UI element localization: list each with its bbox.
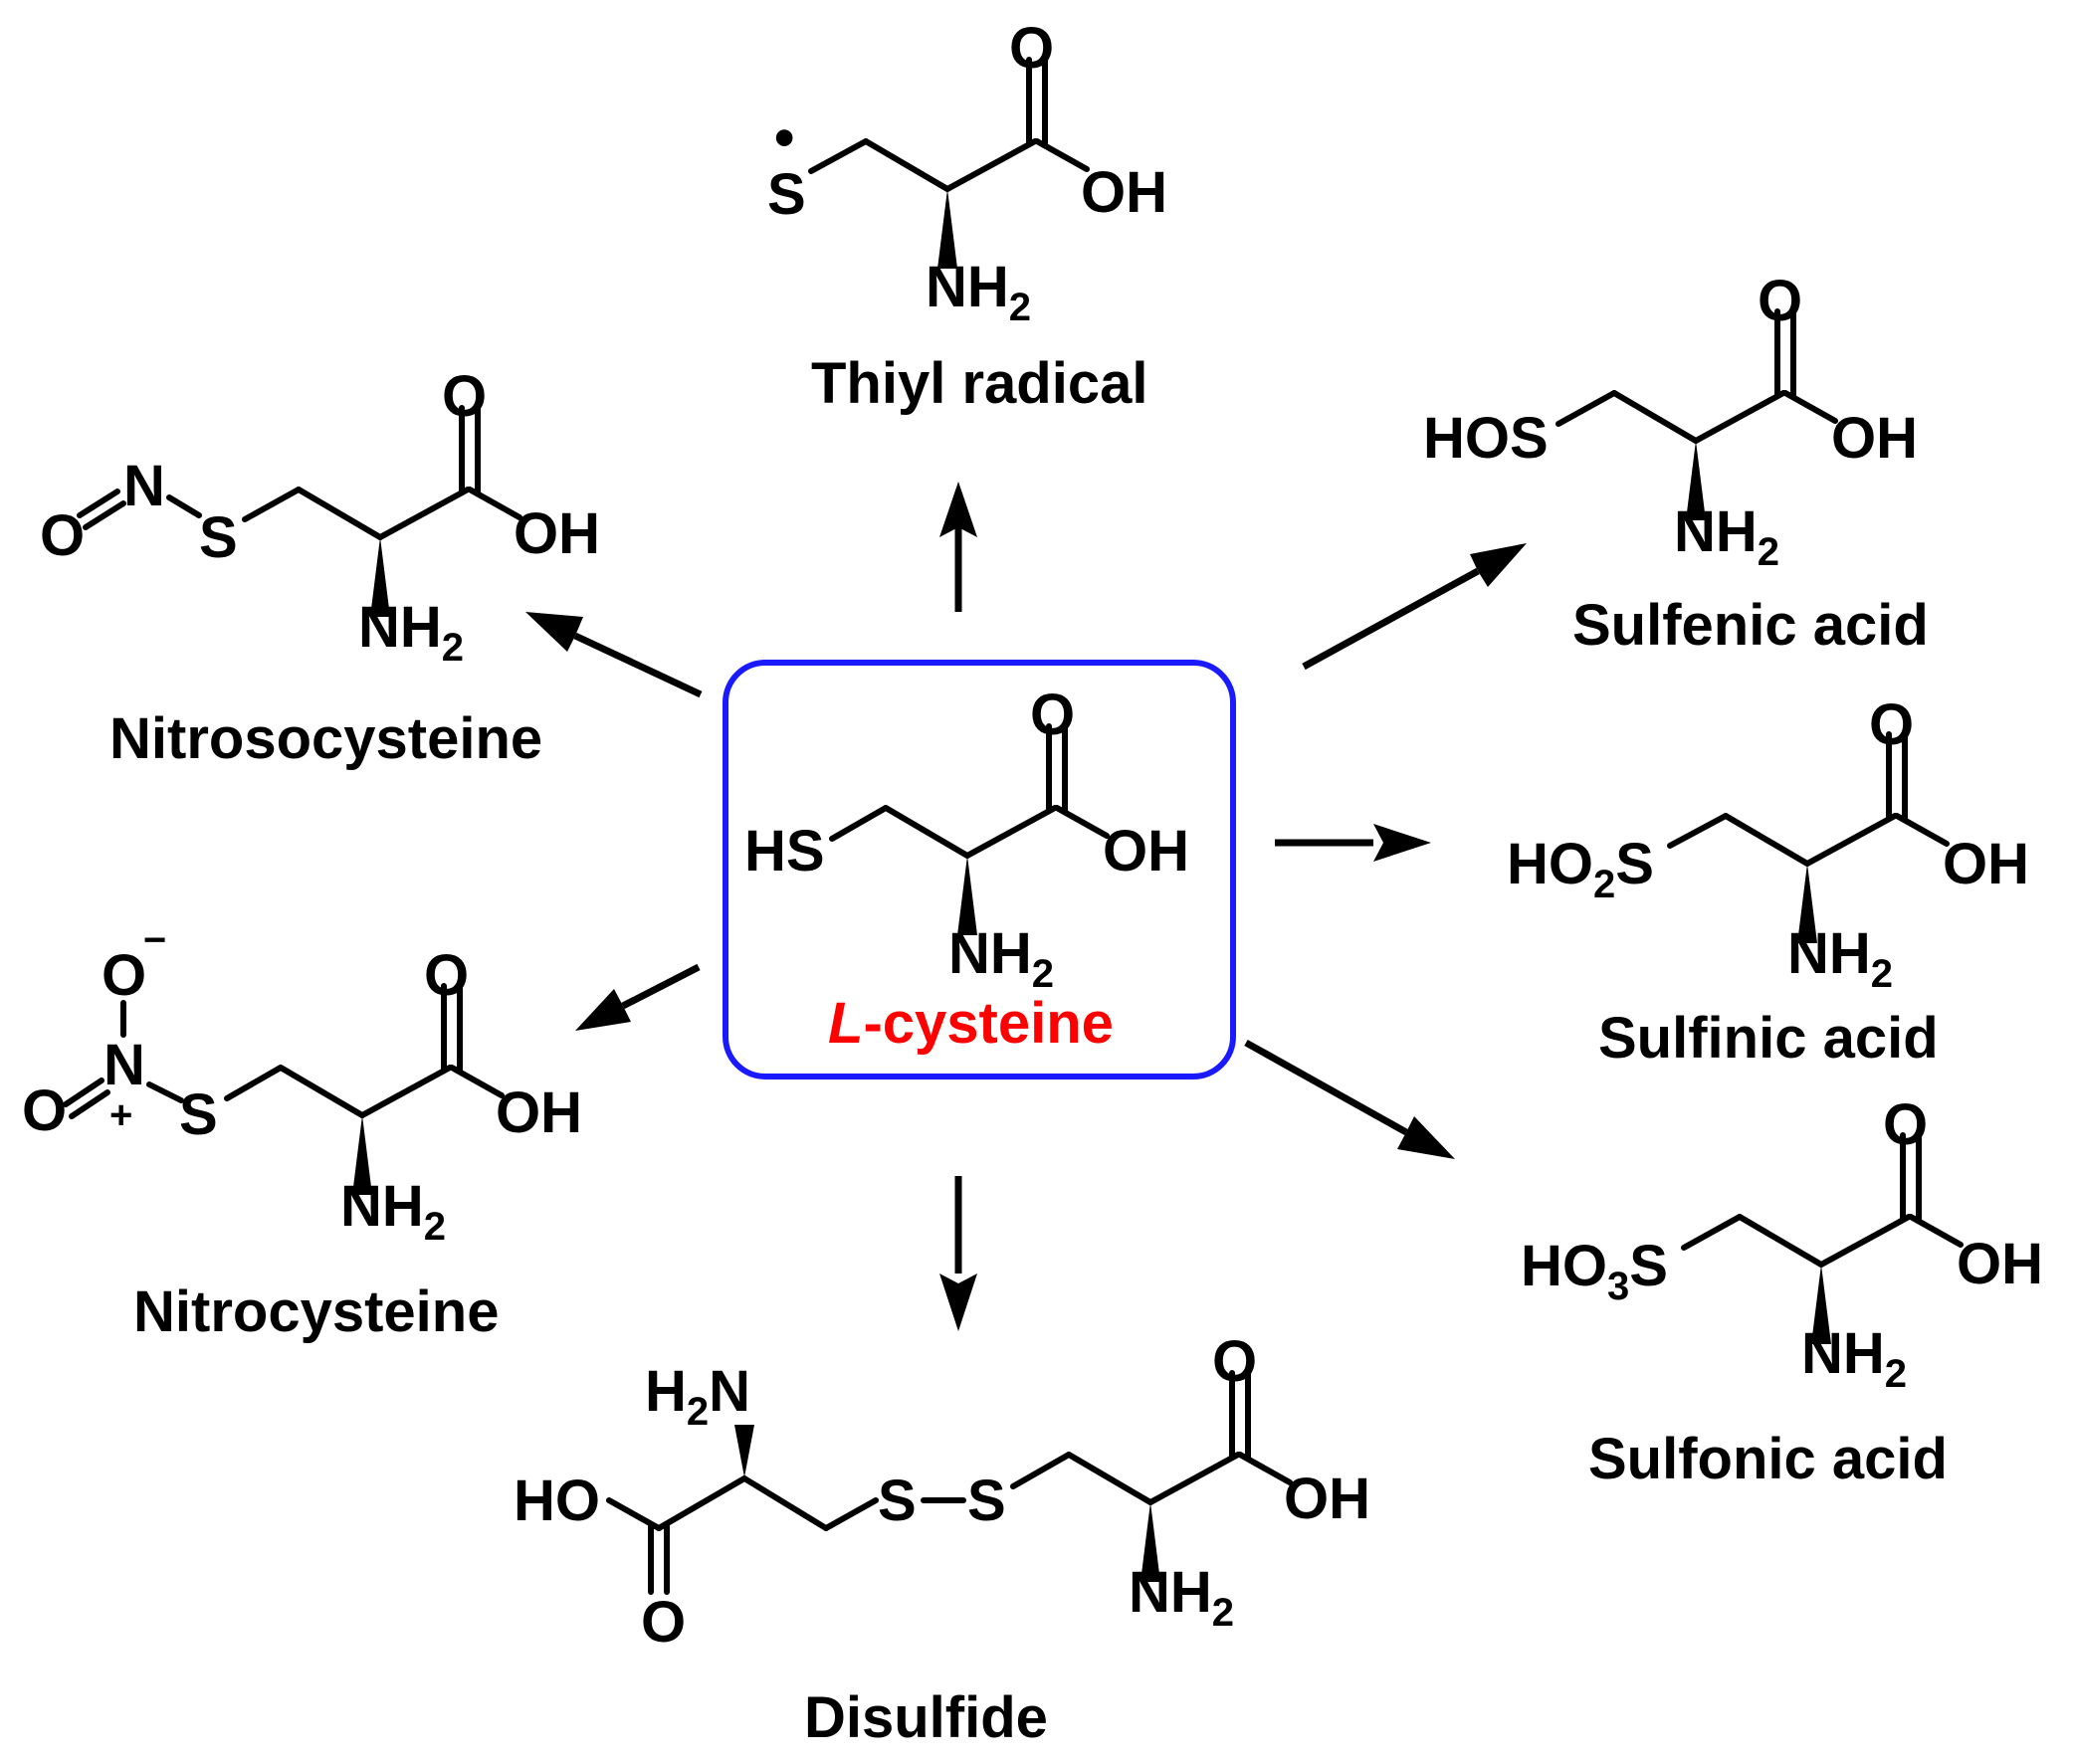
carbonyl-o-label: O bbox=[1758, 269, 1802, 333]
arrow-to-sulfenic-acid bbox=[1302, 543, 1527, 671]
ho2s-label: HO2S bbox=[1507, 832, 1654, 906]
product-sulfonic-acid: HO3S O OH NH2 Sulfonic acid bbox=[1521, 1092, 2043, 1491]
nitro-o-minus-label: O bbox=[102, 943, 146, 1008]
sulfinic-acid-name: Sulfinic acid bbox=[1598, 1006, 1939, 1071]
carbonyl-o-label: O bbox=[1869, 692, 1914, 757]
thiol-hs-label: HS bbox=[744, 819, 825, 883]
sulfur-s-label: S bbox=[199, 505, 238, 570]
arrow-to-nitrocysteine bbox=[575, 963, 701, 1031]
sulfenic-acid-name: Sulfenic acid bbox=[1572, 593, 1929, 658]
sulfur-radical-label: S bbox=[767, 162, 806, 227]
product-sulfenic-acid: HOS O OH NH2 Sulfenic acid bbox=[1423, 269, 1929, 658]
right-amine-nh2-label: NH2 bbox=[1129, 1560, 1234, 1635]
nitrosocysteine-name: Nitrosocysteine bbox=[109, 706, 542, 771]
center-structure: HS O OH NH2 bbox=[744, 683, 1189, 996]
left-carbonyl-o-label: O bbox=[641, 1590, 686, 1655]
ho3s-label: HO3S bbox=[1521, 1234, 1668, 1308]
carbonyl-o-label: O bbox=[1030, 683, 1075, 747]
carbonyl-o-label: O bbox=[1009, 16, 1054, 81]
hydroxyl-oh-label: OH bbox=[496, 1080, 582, 1145]
product-nitrosocysteine: O N S O OH NH2 Nitrosocysteine bbox=[40, 364, 600, 771]
hydroxyl-oh-label: OH bbox=[1081, 160, 1167, 225]
amine-nh2-label: NH2 bbox=[340, 1174, 446, 1249]
hydroxyl-oh-label: OH bbox=[1957, 1232, 2043, 1296]
amine-nh2-label: NH2 bbox=[948, 921, 1054, 996]
nitro-o-label: O bbox=[22, 1078, 67, 1143]
reaction-arrows bbox=[525, 482, 1527, 1331]
hydroxyl-oh-label: OH bbox=[1943, 832, 2029, 896]
hos-label: HOS bbox=[1423, 406, 1549, 471]
nitroso-n-label: N bbox=[123, 454, 165, 518]
nitro-n-label: N bbox=[104, 1033, 145, 1097]
left-amine-h2n-label: H2N bbox=[645, 1359, 750, 1434]
minus-charge: − bbox=[143, 918, 166, 962]
arrow-to-sulfonic-acid bbox=[1244, 1039, 1455, 1159]
radical-dot: • bbox=[774, 105, 794, 170]
carbonyl-o-label: O bbox=[424, 943, 469, 1008]
hydroxyl-oh-label: OH bbox=[514, 501, 600, 566]
product-nitrocysteine: O − N + O S O OH NH2 Nitrocysteine bbox=[22, 918, 582, 1344]
amine-nh2-label: NH2 bbox=[1674, 499, 1779, 574]
disulfide-name: Disulfide bbox=[804, 1685, 1048, 1750]
product-disulfide: H2N HO O S S O OH NH2 Disulfide bbox=[514, 1329, 1370, 1750]
sulfur-s1-label: S bbox=[878, 1469, 917, 1533]
amine-nh2-label: NH2 bbox=[1787, 921, 1893, 996]
plus-charge: + bbox=[109, 1093, 132, 1137]
left-hydroxyl-ho-label: HO bbox=[514, 1469, 600, 1533]
arrow-to-thiyl-radical bbox=[939, 482, 977, 612]
amine-nh2-label: NH2 bbox=[926, 255, 1031, 329]
arrow-to-sulfinic-acid bbox=[1275, 824, 1431, 862]
center-molecule-l-cysteine: HS O OH NH2 L-cysteine bbox=[723, 660, 1236, 1079]
hydroxyl-oh-label: OH bbox=[1103, 819, 1189, 883]
sulfur-s-label: S bbox=[179, 1082, 218, 1147]
carbonyl-o-label: O bbox=[1883, 1092, 1928, 1157]
amine-nh2-label: NH2 bbox=[1801, 1321, 1907, 1396]
carbonyl-o-label: O bbox=[442, 364, 487, 429]
sulfur-s2-label: S bbox=[967, 1469, 1006, 1533]
right-carbonyl-o-label: O bbox=[1212, 1329, 1257, 1394]
arrow-to-disulfide bbox=[939, 1176, 977, 1331]
center-name-label: L-cysteine bbox=[828, 991, 1114, 1056]
amine-nh2-label: NH2 bbox=[358, 595, 464, 670]
right-hydroxyl-oh-label: OH bbox=[1284, 1467, 1370, 1531]
product-sulfinic-acid: HO2S O OH NH2 Sulfinic acid bbox=[1507, 692, 2029, 1071]
nitrocysteine-name: Nitrocysteine bbox=[133, 1279, 499, 1344]
thiyl-radical-name: Thiyl radical bbox=[811, 351, 1147, 416]
sulfonic-acid-name: Sulfonic acid bbox=[1588, 1427, 1948, 1491]
center-highlight-box bbox=[723, 660, 1236, 1079]
product-thiyl-radical: S • O OH NH2 Thiyl radical bbox=[767, 16, 1167, 416]
arrow-to-nitrosocysteine bbox=[525, 612, 703, 698]
hydroxyl-oh-label: OH bbox=[1831, 406, 1918, 471]
